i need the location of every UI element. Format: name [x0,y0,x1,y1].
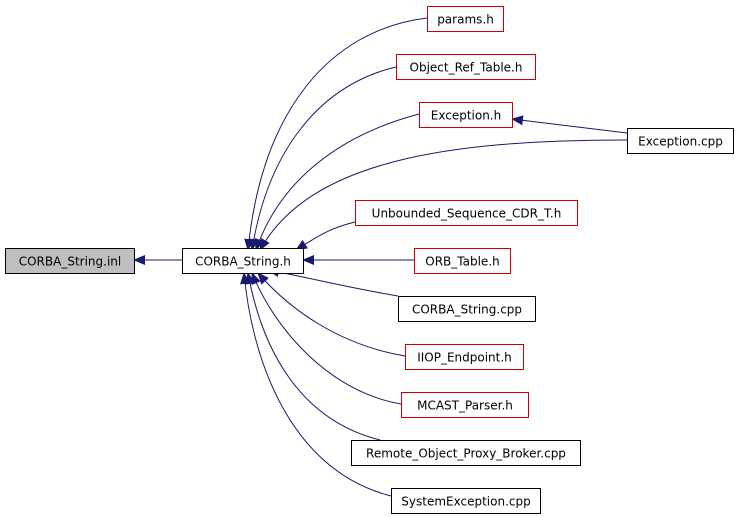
node-box [351,440,581,466]
node-corba-string-inl: CORBA_String.inl [5,248,135,274]
node-box [391,488,541,514]
node-box [414,248,511,274]
node-box [396,54,536,80]
edge-exception_cpp-to-corba_string_h [259,139,628,251]
node-corba-string-cpp[interactable]: CORBA_String.cpp [398,296,536,322]
node-label: params.h [437,13,494,27]
edge-exception_cpp-to-exception_h [511,115,628,134]
node-label: CORBA_String.inl [19,255,122,269]
node-box [182,248,304,274]
node-corba-string-h[interactable]: CORBA_String.h [182,248,304,274]
edge-systemexception_cpp-to-corba_string_h [240,272,392,497]
node-unbounded-sequence-cdr-t-h[interactable]: Unbounded_Sequence_CDR_T.h [355,200,578,226]
node-exception-cpp[interactable]: Exception.cpp [627,128,734,154]
node-label: CORBA_String.h [195,255,291,269]
node-box [405,344,524,370]
node-systemexception-cpp[interactable]: SystemException.cpp [391,488,541,514]
edge-mcast_parser_h-to-corba_string_h [251,272,402,405]
edge-layer [133,17,628,497]
node-orb-table-h[interactable]: ORB_Table.h [414,248,511,274]
node-label: Exception.h [431,109,501,123]
node-label: Exception.cpp [638,135,723,149]
edge-remote_object_proxy_broker_cpp-to-corba_string_h [245,272,381,441]
node-label: MCAST_Parser.h [417,399,513,413]
edge-iiop_endpoint_h-to-corba_string_h [257,272,406,357]
node-box [627,128,734,154]
node-box [419,102,513,128]
edge-exception_h-to-corba_string_h [254,113,420,251]
node-box [355,200,578,226]
node-label: Unbounded_Sequence_CDR_T.h [372,207,562,221]
node-iiop-endpoint-h[interactable]: IIOP_Endpoint.h [405,344,524,370]
node-layer: CORBA_String.inl CORBA_String.h params.hOb… [5,6,734,514]
node-box [398,296,536,322]
node-label: IIOP_Endpoint.h [417,351,512,365]
edge-object_ref_table_h-to-corba_string_h [248,66,397,251]
node-label: Object_Ref_Table.h [410,61,523,75]
node-box [401,392,529,418]
node-box [427,6,504,32]
edge-unbounded_sequence_cdr_t_h-to-corba_string_h [295,221,356,251]
node-label: Remote_Object_Proxy_Broker.cpp [366,447,566,461]
node-mcast-parser-h[interactable]: MCAST_Parser.h [401,392,529,418]
node-params-h[interactable]: params.h [427,6,504,32]
node-object-ref-table-h[interactable]: Object_Ref_Table.h [396,54,536,80]
node-box [5,248,135,274]
node-exception-h[interactable]: Exception.h [419,102,513,128]
node-label: ORB_Table.h [425,255,499,269]
edge-params_h-to-corba_string_h [244,17,428,251]
node-label: SystemException.cpp [401,495,530,509]
node-label: CORBA_String.cpp [412,303,522,317]
node-remote-object-proxy-broker-cpp[interactable]: Remote_Object_Proxy_Broker.cpp [351,440,581,466]
